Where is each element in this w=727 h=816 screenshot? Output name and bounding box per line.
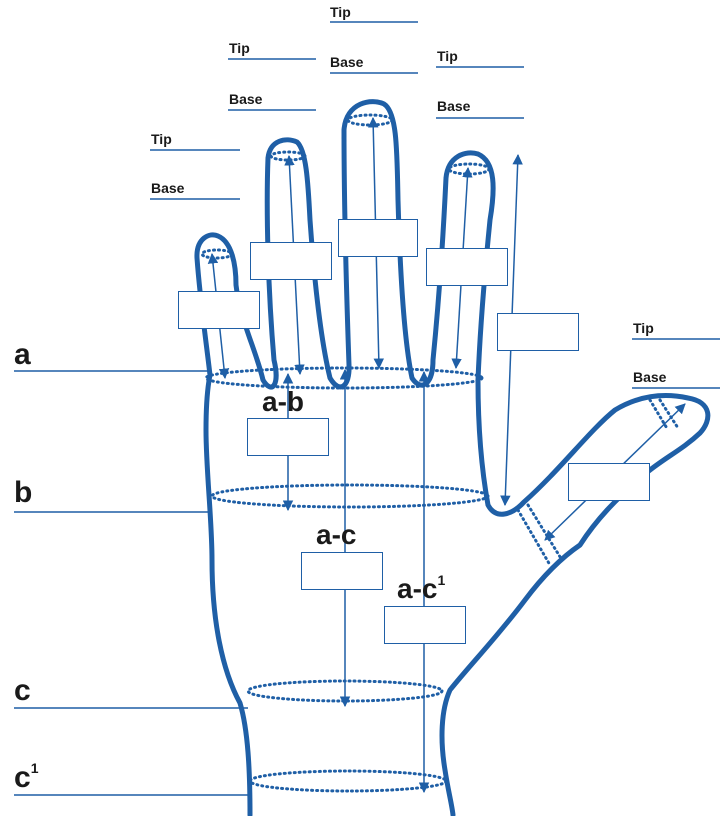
a-c1-label: a-c1 [397,572,446,604]
index-tip-ring [447,162,491,176]
level-c-label: c [14,674,31,707]
middle-tip-ring [346,113,394,127]
ring-base-label: Base [229,91,263,107]
level-c1-superscript: 1 [30,760,39,776]
finger-label-lines [150,21,720,389]
thumb-tip-label: Tip [633,320,654,336]
thumb-tip-ring [648,398,670,432]
level-lines [14,370,250,796]
level-b-label: b [14,476,33,509]
a-b-label: a-b [262,386,304,417]
index-tip-label: Tip [437,48,458,64]
thumb-base-label: Base [633,369,667,385]
thumb-base-ring-2 [526,503,564,562]
level-c1-letter: c [14,761,31,794]
a-c1-entry-box[interactable] [384,606,466,644]
pinky-entry-box[interactable] [178,291,260,329]
a-c-label: a-c [316,519,357,550]
level-a-label: a [14,338,31,371]
ring-finger-tip-ring [269,150,307,162]
index-base-label: Base [437,98,471,114]
middle-entry-box[interactable] [338,219,418,257]
ring-b [210,483,490,509]
a-c-entry-box[interactable] [301,552,383,590]
ring-c1 [248,769,448,793]
ring-tip-label: Tip [229,40,250,56]
a-b-entry-box[interactable] [247,418,329,456]
index-entry-box[interactable] [426,248,508,286]
middle-base-label: Base [330,54,364,70]
pinky-base-label: Base [151,180,185,196]
middle-tip-label: Tip [330,4,351,20]
thumb-length-entry-box[interactable] [497,313,579,351]
pinky-tip-ring [200,248,234,260]
thumb-entry-box[interactable] [568,463,650,501]
ring-entry-box[interactable] [250,242,332,280]
a-c1-superscript: 1 [437,572,446,588]
thumb-base-ring [516,508,552,567]
a-c1-text: a-c [397,573,438,604]
pinky-tip-label: Tip [151,131,172,147]
hand-outline [194,99,711,816]
level-c1-label: c1 [14,760,39,794]
